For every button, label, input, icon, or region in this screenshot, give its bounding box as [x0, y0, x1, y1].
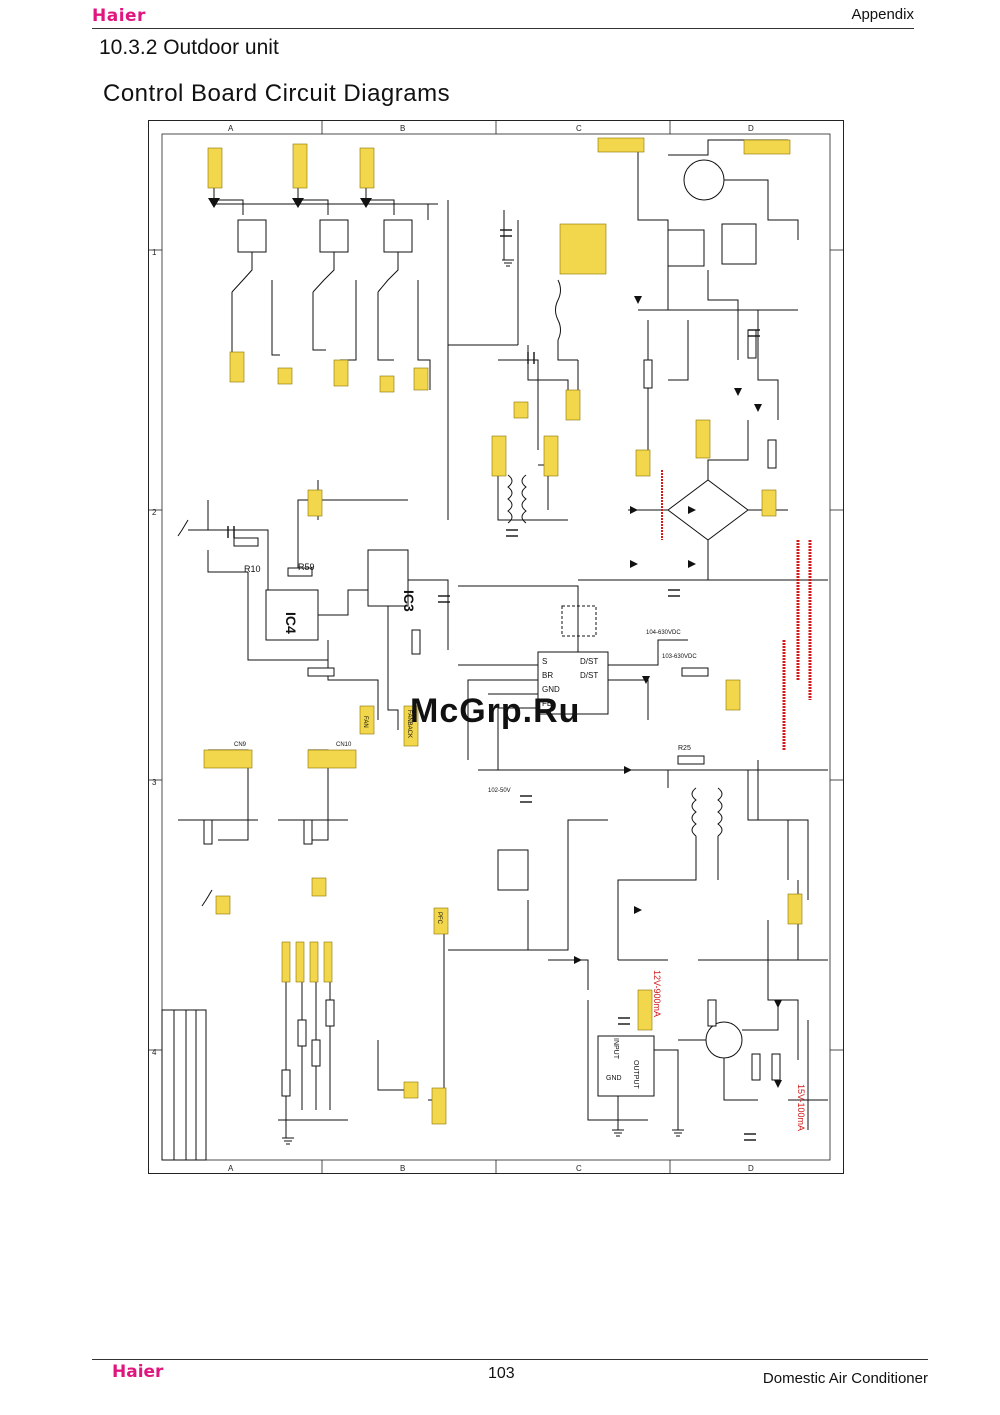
circuit-diagram: A B C D A B C D 1 2 3 4 — [148, 120, 844, 1174]
footer-brand-logo: Haier — [112, 1362, 164, 1382]
annot-15v: 15V-100mA — [796, 1084, 806, 1131]
label-r10: R10 — [244, 564, 261, 574]
grid-row-4: 4 — [152, 1048, 157, 1057]
header-section-label: Appendix — [851, 6, 914, 23]
cap-label-103: 103-630VDC — [662, 654, 697, 660]
pin-dst-2: D/ST — [580, 671, 598, 680]
pin-s: S — [542, 657, 547, 666]
label-ic3: IC3 — [401, 590, 417, 612]
tag-pfc: PFC — [436, 912, 442, 925]
grid-col-a: A — [228, 124, 234, 133]
tag-fanback: FANBACK — [406, 710, 412, 738]
grid-row-3: 3 — [152, 778, 157, 787]
grid-col-c-bottom: C — [576, 1164, 582, 1173]
main-ic-body — [537, 651, 609, 715]
grid-row-1: 1 — [152, 248, 157, 257]
brand-logo: Haier — [92, 6, 146, 26]
header-rule — [92, 28, 914, 29]
reg-input: INPUT — [612, 1038, 619, 1060]
label-r25: R25 — [678, 745, 691, 752]
section-heading: 10.3.2 Outdoor unit — [99, 36, 279, 59]
grid-col-d: D — [748, 124, 754, 133]
pin-fb: FB — [542, 699, 552, 708]
tag-cn10: CN10 — [336, 742, 352, 748]
tag-fan: FAN — [362, 716, 368, 728]
footer-rule — [92, 1359, 928, 1360]
watermark: McGrp.Ru — [410, 692, 581, 730]
label-ic4: IC4 — [283, 612, 299, 634]
label-r59: R59 — [298, 562, 315, 572]
tag-cn9: CN9 — [234, 742, 247, 748]
grid-col-a-bottom: A — [228, 1164, 234, 1173]
grid-row-2: 2 — [152, 508, 157, 517]
pin-dst-1: D/ST — [580, 657, 598, 666]
grid-col-c: C — [576, 124, 582, 133]
annot-12v: 12V-900mA — [652, 970, 662, 1017]
pin-gnd: GND — [542, 685, 560, 694]
pin-br: BR — [542, 671, 553, 680]
cap-label-104: 104-630VDC — [646, 630, 681, 636]
footer-text: Domestic Air Conditioner — [762, 1370, 928, 1387]
page-number: 103 — [488, 1365, 515, 1382]
grid-col-b: B — [400, 124, 405, 133]
reg-gnd: GND — [606, 1075, 622, 1082]
page-title: Control Board Circuit Diagrams — [103, 80, 451, 107]
grid-col-d-bottom: D — [748, 1164, 754, 1173]
grid-col-b-bottom: B — [400, 1164, 405, 1173]
reg-output: OUTPUT — [632, 1060, 639, 1090]
cap-label-102: 102-50V — [488, 788, 511, 794]
